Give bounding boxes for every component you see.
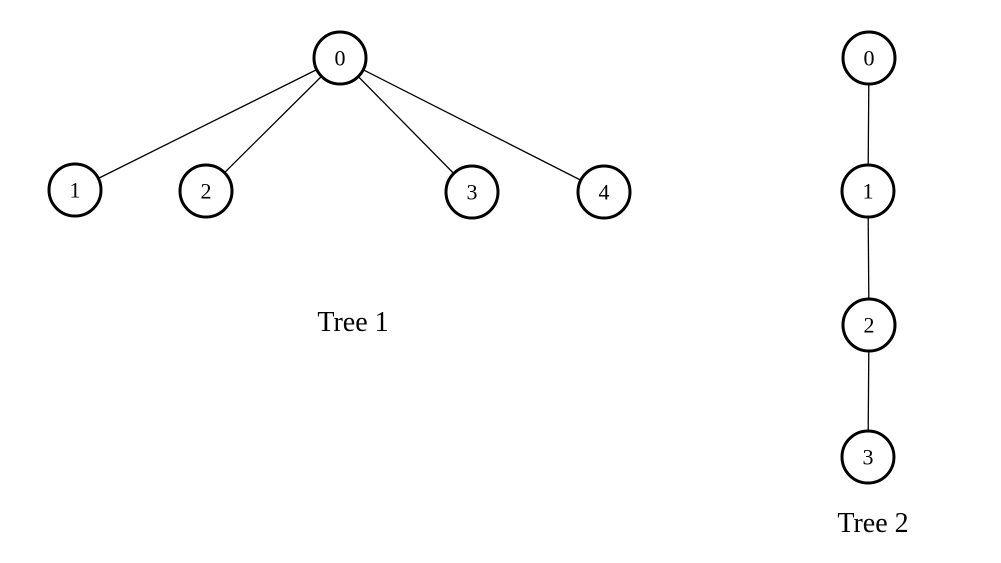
tree-node-circle (841, 30, 897, 86)
tree-edge (205, 57, 341, 192)
tree-node-circle (444, 164, 500, 220)
tree-node-circle (840, 163, 896, 219)
tree-node-label: 1 (70, 178, 81, 203)
tree2-caption: Tree 2 (837, 508, 909, 539)
tree-node-circle (840, 429, 896, 485)
tree-node-circle (178, 163, 234, 219)
tree-node-label: 0 (864, 46, 875, 71)
tree-node-label: 3 (863, 445, 874, 470)
tree-node-circle (576, 164, 632, 220)
tree-node-label: 1 (863, 179, 874, 204)
tree-node-label: 0 (335, 46, 346, 71)
tree-node-label: 4 (599, 180, 610, 205)
tree-node-circle (47, 162, 103, 218)
tree1-caption: Tree 1 (317, 307, 389, 338)
tree-node-circle (841, 297, 897, 353)
tree-node-label: 2 (864, 313, 875, 338)
tree-node-label: 3 (467, 180, 478, 205)
tree-node-label: 2 (201, 179, 212, 204)
tree-edge (74, 57, 341, 191)
tree-edge (339, 57, 605, 193)
tree-node-circle (312, 30, 368, 86)
tree-edge (339, 57, 473, 193)
